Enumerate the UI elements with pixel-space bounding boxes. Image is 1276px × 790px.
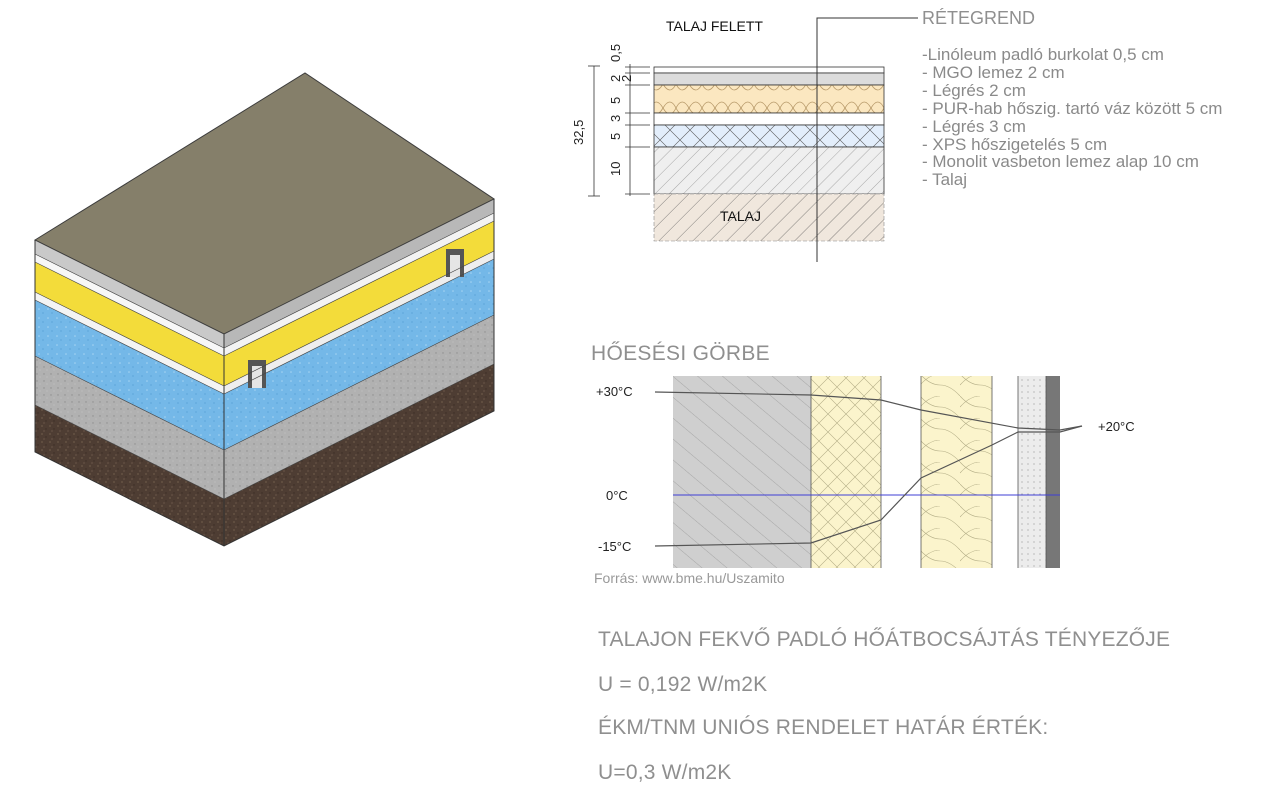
dim-3: 2 [619,75,634,82]
ground-label: TALAJ [720,208,761,224]
dim-5: 3 [608,115,623,122]
layer-item: -Linóleum padló burkolat 0,5 cm [922,45,1164,64]
curve-board [1046,376,1060,568]
above-ground-label: TALAJ FELETT [666,18,763,34]
soil-layer-front [35,405,224,546]
layer-item: - XPS hőszigetelés 5 cm [922,134,1108,154]
temp-plus30: +30°C [596,384,633,399]
soil-layer-right [224,364,494,546]
pur-layer-front [35,262,224,386]
dim-2: 2 [608,75,623,82]
temp-plus20: +20°C [1098,419,1135,434]
dim-7: 10 [608,162,623,176]
layer-item: - PUR-hab hőszig. tartó váz között 5 cm [922,98,1223,118]
xps-layer-right [224,259,494,450]
linoleum-layer-right [224,199,494,348]
dim-6: 5 [608,133,623,140]
layer-item: - Talaj [922,170,968,190]
xps-layer-front [35,300,224,450]
limit-value: U=0,3 W/m2K [598,761,732,784]
temp-zero: 0°C [606,488,628,503]
section-xps [653,124,885,148]
layer-item: - Légrés 3 cm [922,116,1026,136]
dim-1: 0,5 [608,44,623,62]
curve-concrete-wall [673,376,811,568]
layers-list: -Linóleum padló burkolat 0,5 cm - MGO le… [922,46,1222,189]
curve-upper [654,391,1083,431]
source-credit: Forrás: www.bme.hu/Uszamito [594,570,785,586]
u-value: U = 0,192 W/m2K [598,673,768,696]
curve-insulation-2 [921,376,992,568]
dim-total: 32,5 [571,120,586,145]
linoleum-layer-front [35,240,224,348]
section-concrete [653,146,885,195]
limit-heading: ÉKM/TNM UNIÓS RENDELET HATÁR ÉRTÉK: [598,716,1049,739]
layer-item: - Monolit vasbeton lemez alap 10 cm [922,152,1199,172]
layer-item: - Légrés 2 cm [922,80,1026,100]
concrete-layer-front [35,356,224,499]
isometric-floor-block [33,72,495,547]
curve-plaster [1018,376,1046,568]
section-pur [653,84,885,114]
dim-4: 5 [608,97,623,104]
layer-item: - MGO lemez 2 cm [922,62,1065,82]
curve-lower [654,425,1083,547]
curve-mineral-wool [811,376,881,568]
section-soil [653,193,885,242]
concrete-layer-right [224,315,494,499]
curve-title: HŐESÉSI GÖRBE [591,342,770,365]
u-value-heading: TALAJON FEKVŐ PADLÓ HŐÁTBOCSÁJTÁS TÉNYEZ… [598,628,1171,651]
pur-layer-right [224,221,494,386]
layers-title: RÉTEGREND [922,8,1036,28]
temp-minus15: -15°C [598,539,632,554]
